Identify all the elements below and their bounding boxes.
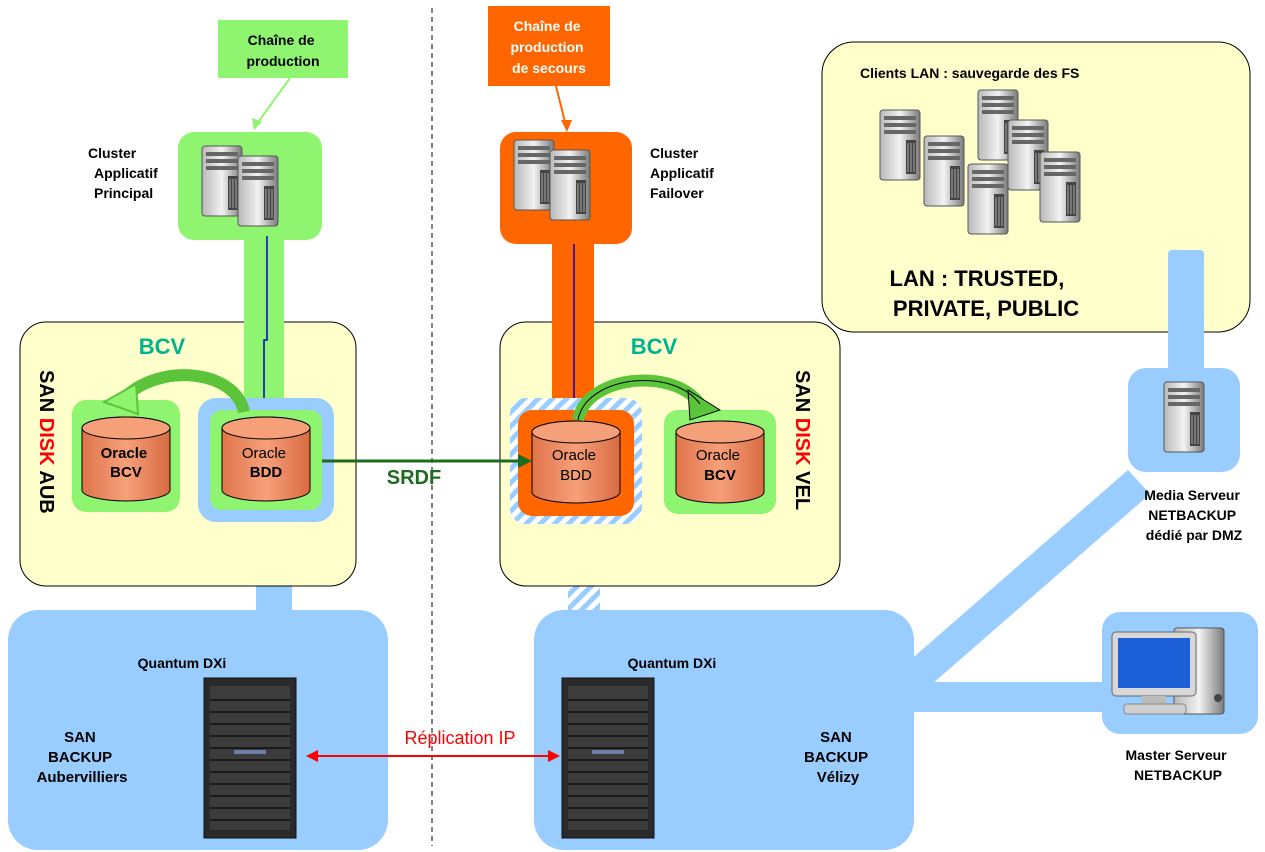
san-disk-aub-label: SAN DISK AUB — [35, 370, 57, 514]
rack-icon — [203, 677, 297, 839]
orange-link — [552, 240, 594, 416]
cluster-principal-label: Cluster Applicatif Principal — [88, 145, 162, 201]
server-icon — [513, 139, 555, 211]
pipe-master-to-quantum — [890, 682, 1120, 712]
quantum-right-label: Quantum DXi — [628, 655, 717, 671]
server-icon — [237, 155, 279, 227]
replication-ip-arrow — [306, 750, 560, 762]
bcv-right-label: BCV — [631, 334, 678, 359]
srdf-arrow — [322, 454, 532, 468]
srdf-label: SRDF — [387, 467, 441, 489]
replication-ip-label: Réplication IP — [404, 728, 515, 748]
bcv-arrow-right — [572, 374, 722, 422]
lan-types-label: LAN : TRUSTED, PRIVATE, PUBLIC — [890, 266, 1080, 321]
server-icon — [201, 145, 243, 217]
pipe-media-to-quantum — [876, 470, 1150, 712]
chaine-production-box — [218, 20, 348, 78]
chaine-secours-label: Chaîne de production de secours — [511, 18, 588, 76]
workstation-icon — [1111, 627, 1225, 715]
server-icon — [549, 149, 591, 221]
clients-lan-label: Clients LAN : sauvegarde des FS — [860, 65, 1079, 81]
database-icon — [221, 416, 311, 502]
chaine-production-label: Chaîne de production — [246, 32, 319, 69]
oracle-bcv-right-label: Oracle BCV — [696, 447, 744, 484]
bcv-arrow-left — [101, 369, 250, 416]
server-icon — [1039, 151, 1081, 223]
server-icon — [967, 163, 1009, 235]
rack-icon — [561, 677, 655, 839]
master-serveur-label: Master Serveur NETBACKUP — [1125, 747, 1230, 783]
database-icon — [531, 420, 621, 504]
database-icon — [675, 420, 765, 504]
san-backup-aub-label: SAN BACKUP Aubervilliers — [37, 729, 128, 786]
bcv-left-label: BCV — [139, 334, 186, 359]
oracle-bcv-left-label: Oracle BCV — [101, 445, 152, 481]
server-icon — [879, 109, 921, 181]
database-icon — [81, 416, 171, 502]
san-backup-vel-label: SAN BACKUP Vélizy — [804, 729, 872, 786]
server-icon — [923, 135, 965, 207]
server-icon — [1163, 381, 1205, 453]
quantum-left-label: Quantum DXi — [138, 655, 227, 671]
san-disk-vel-label: SAN DISK VEL — [791, 370, 813, 510]
chaine-secours-box — [488, 6, 610, 86]
oracle-bdd-right-label: Oracle BDD — [552, 447, 600, 484]
oracle-bdd-left-label: Oracle BDD — [242, 445, 290, 481]
cluster-failover-label: Cluster Applicatif Failover — [650, 145, 718, 201]
media-serveur-label: Media Serveur NETBACKUP dédié par DMZ — [1144, 487, 1244, 543]
